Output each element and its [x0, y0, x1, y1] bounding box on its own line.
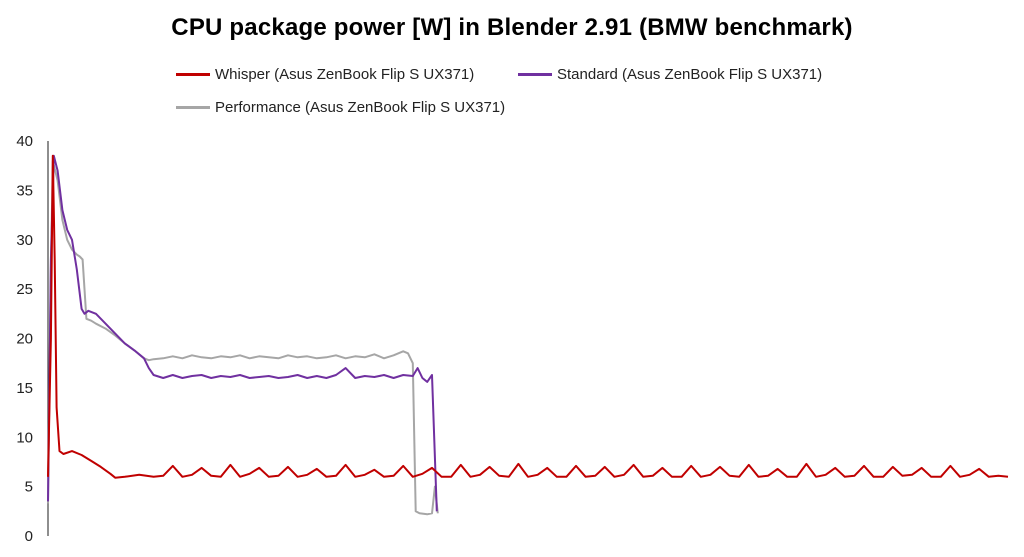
- y-tick-label: 40: [16, 133, 33, 150]
- legend-label-performance: Performance (Asus ZenBook Flip S UX371): [215, 99, 506, 116]
- y-tick-label: 20: [16, 331, 33, 348]
- y-tick-label: 35: [16, 182, 33, 199]
- y-tick-label: 15: [16, 380, 33, 397]
- legend-swatch-whisper: [176, 73, 210, 76]
- legend-swatch-performance: [176, 106, 210, 109]
- legend-item-standard: Standard (Asus ZenBook Flip S UX371): [518, 66, 822, 83]
- chart-title: CPU package power [W] in Blender 2.91 (B…: [171, 14, 853, 41]
- series-line-standard: [47, 154, 438, 512]
- y-tick-label: 30: [16, 232, 33, 249]
- y-tick-label: 0: [25, 528, 33, 545]
- y-tick-label: 5: [25, 479, 33, 496]
- series-line-performance: [47, 159, 439, 516]
- legend-swatch-standard: [518, 73, 552, 76]
- legend-item-whisper: Whisper (Asus ZenBook Flip S UX371): [176, 66, 474, 83]
- legend-label-standard: Standard (Asus ZenBook Flip S UX371): [557, 66, 823, 83]
- legend-label-whisper: Whisper (Asus ZenBook Flip S UX371): [215, 66, 475, 83]
- y-tick-label: 25: [16, 281, 33, 298]
- legend-item-performance: Performance (Asus ZenBook Flip S UX371): [176, 99, 505, 116]
- y-tick-label: 10: [16, 429, 33, 446]
- series-line-whisper: [47, 154, 1009, 479]
